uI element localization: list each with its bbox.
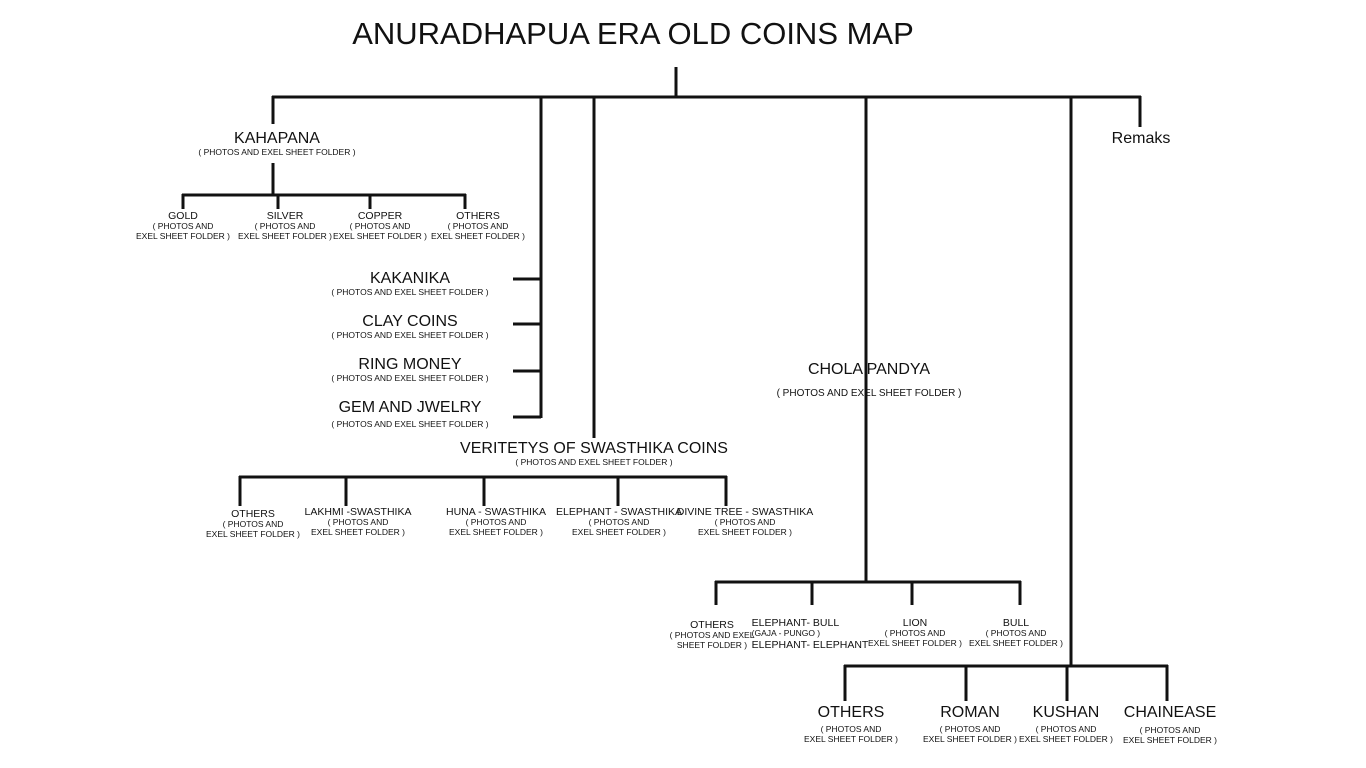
node-bull[interactable]: BULL ( PHOTOS AND EXEL SHEET FOLDER ) — [969, 617, 1063, 649]
node-label: OTHERS — [231, 508, 275, 520]
node-label: CHOLA PANDYA — [807, 361, 931, 378]
node-sub: ( PHOTOS AND EXEL SHEET FOLDER ) — [515, 457, 673, 468]
node-kushan[interactable]: KUSHAN ( PHOTOS AND EXEL SHEET FOLDER ) — [1019, 704, 1113, 745]
node-lakhmi-swasthika[interactable]: LAKHMI -SWASTHIKA ( PHOTOS AND EXEL SHEE… — [305, 506, 412, 538]
node-label: ROMAN — [940, 704, 1000, 721]
node-huna-swasthika[interactable]: HUNA - SWASTHIKA ( PHOTOS AND EXEL SHEET… — [446, 506, 546, 538]
node-sub: ( PHOTOS AND — [447, 221, 509, 232]
node-sub: ( PHOTOS AND EXEL SHEET FOLDER ) — [331, 373, 489, 384]
node-label: KUSHAN — [1032, 704, 1100, 721]
node-sub: ( PHOTOS AND EXEL SHEET FOLDER ) — [331, 330, 489, 341]
node-sub: EXEL SHEET FOLDER ) — [431, 230, 525, 241]
node-sub: EXEL SHEET FOLDER ) — [311, 526, 405, 537]
node-sub: ( PHOTOS AND — [222, 519, 284, 530]
node-label: LION — [902, 617, 928, 629]
node-sub: ( PHOTOS AND — [714, 517, 776, 528]
node-label: KAKANIKA — [369, 270, 451, 287]
node-label: GOLD — [168, 210, 198, 222]
node-sub: EXEL SHEET FOLDER ) — [969, 637, 1063, 648]
node-sub: EXEL SHEET FOLDER ) — [333, 230, 427, 241]
node-swasthika[interactable]: VERITETYS OF SWASTHIKA COINS ( PHOTOS AN… — [460, 440, 728, 468]
node-kahapana-others[interactable]: OTHERS ( PHOTOS AND EXEL SHEET FOLDER ) — [431, 210, 525, 242]
node-divine-tree-swasthika[interactable]: DIVINE TREE - SWASTHIKA ( PHOTOS AND EXE… — [677, 506, 814, 538]
node-sub: EXEL SHEET FOLDER ) — [572, 526, 666, 537]
node-sub: ( PHOTOS AND — [1139, 725, 1201, 736]
node-roman[interactable]: ROMAN ( PHOTOS AND EXEL SHEET FOLDER ) — [923, 704, 1017, 745]
node-sub: ( PHOTOS AND — [588, 517, 650, 528]
node-label: CHAINEASE — [1123, 704, 1217, 721]
node-sub: ( PHOTOS AND — [465, 517, 527, 528]
node-sub: ( PHOTOS AND EXEL SHEET FOLDER ) — [198, 147, 356, 158]
node-remarks[interactable]: Remaks — [1111, 130, 1171, 147]
node-label: OTHERS — [690, 619, 734, 631]
node-label: LAKHMI -SWASTHIKA — [304, 506, 412, 518]
node-foreign-others[interactable]: OTHERS ( PHOTOS AND EXEL SHEET FOLDER ) — [804, 704, 898, 745]
node-sub: ( PHOTOS AND EXEL — [669, 630, 755, 641]
node-label-secondary: ELEPHANT- ELEPHANT — [751, 638, 869, 651]
node-label: SILVER — [266, 210, 304, 222]
node-sub: ( PHOTOS AND — [254, 221, 316, 232]
node-label: DIVINE TREE - SWASTHIKA — [676, 506, 814, 518]
node-elephant-bull[interactable]: ELEPHANT- BULL (GAJA - PUNGO ) ELEPHANT-… — [752, 617, 869, 651]
node-label: RING MONEY — [358, 356, 462, 373]
node-sub: EXEL SHEET FOLDER ) — [238, 230, 332, 241]
node-swasthika-others[interactable]: OTHERS ( PHOTOS AND EXEL SHEET FOLDER ) — [206, 508, 300, 540]
node-silver[interactable]: SILVER ( PHOTOS AND EXEL SHEET FOLDER ) — [238, 210, 332, 242]
node-sub: SHEET FOLDER ) — [676, 639, 748, 650]
node-sub: ( PHOTOS AND — [820, 724, 882, 735]
node-sub: EXEL SHEET FOLDER ) — [206, 528, 300, 539]
node-label: GEM AND JWELRY — [338, 399, 482, 416]
node-sub: ( PHOTOS AND EXEL SHEET FOLDER ) — [776, 388, 962, 400]
node-clay-coins[interactable]: CLAY COINS ( PHOTOS AND EXEL SHEET FOLDE… — [331, 313, 488, 341]
node-sub: ( PHOTOS AND — [1035, 724, 1097, 735]
node-sub: EXEL SHEET FOLDER ) — [868, 637, 962, 648]
node-label: VERITETYS OF SWASTHIKA COINS — [460, 440, 728, 457]
node-sub: EXEL SHEET FOLDER ) — [1123, 735, 1217, 746]
node-label: COPPER — [357, 210, 403, 222]
node-elephant-swasthika[interactable]: ELEPHANT - SWASTHIKA ( PHOTOS AND EXEL S… — [556, 506, 682, 538]
node-sub: EXEL SHEET FOLDER ) — [1019, 734, 1113, 745]
node-kakanika[interactable]: KAKANIKA ( PHOTOS AND EXEL SHEET FOLDER … — [331, 270, 488, 298]
node-sub: (GAJA - PUNGO ) — [751, 628, 821, 639]
node-label: ELEPHANT- BULL — [751, 617, 840, 629]
node-sub: ( PHOTOS AND EXEL SHEET FOLDER ) — [331, 287, 489, 298]
node-label: OTHERS — [456, 210, 500, 222]
node-lion[interactable]: LION ( PHOTOS AND EXEL SHEET FOLDER ) — [868, 617, 962, 649]
node-sub: ( PHOTOS AND — [349, 221, 411, 232]
node-label: KAHAPANA — [234, 130, 320, 147]
node-chola-pandya[interactable]: CHOLA PANDYA ( PHOTOS AND EXEL SHEET FOL… — [777, 361, 962, 400]
node-label: OTHERS — [817, 704, 885, 721]
node-sub: EXEL SHEET FOLDER ) — [804, 734, 898, 745]
node-kahapana[interactable]: KAHAPANA ( PHOTOS AND EXEL SHEET FOLDER … — [198, 130, 355, 158]
node-sub: EXEL SHEET FOLDER ) — [698, 526, 792, 537]
node-sub: ( PHOTOS AND — [939, 724, 1001, 735]
node-gem-jewelry[interactable]: GEM AND JWELRY ( PHOTOS AND EXEL SHEET F… — [331, 399, 488, 430]
node-ring-money[interactable]: RING MONEY ( PHOTOS AND EXEL SHEET FOLDE… — [331, 356, 488, 384]
node-sub: ( PHOTOS AND — [152, 221, 214, 232]
node-sub: ( PHOTOS AND — [884, 628, 946, 639]
node-sub: ( PHOTOS AND — [327, 517, 389, 528]
node-chola-others[interactable]: OTHERS ( PHOTOS AND EXEL SHEET FOLDER ) — [670, 619, 755, 651]
node-label: ELEPHANT - SWASTHIKA — [555, 506, 683, 518]
node-sub: ( PHOTOS AND — [985, 628, 1047, 639]
node-sub: EXEL SHEET FOLDER ) — [923, 734, 1017, 745]
node-label: HUNA - SWASTHIKA — [446, 506, 546, 518]
node-label: BULL — [1002, 617, 1030, 629]
node-label: CLAY COINS — [362, 313, 458, 330]
node-gold[interactable]: GOLD ( PHOTOS AND EXEL SHEET FOLDER ) — [136, 210, 230, 242]
node-sub: EXEL SHEET FOLDER ) — [449, 526, 543, 537]
node-sub: EXEL SHEET FOLDER ) — [136, 230, 230, 241]
page-title: ANURADHAPUA ERA OLD COINS MAP — [352, 16, 914, 51]
node-sub: ( PHOTOS AND EXEL SHEET FOLDER ) — [331, 419, 489, 430]
node-chainease[interactable]: CHAINEASE ( PHOTOS AND EXEL SHEET FOLDER… — [1123, 704, 1217, 746]
node-copper[interactable]: COPPER ( PHOTOS AND EXEL SHEET FOLDER ) — [333, 210, 427, 242]
